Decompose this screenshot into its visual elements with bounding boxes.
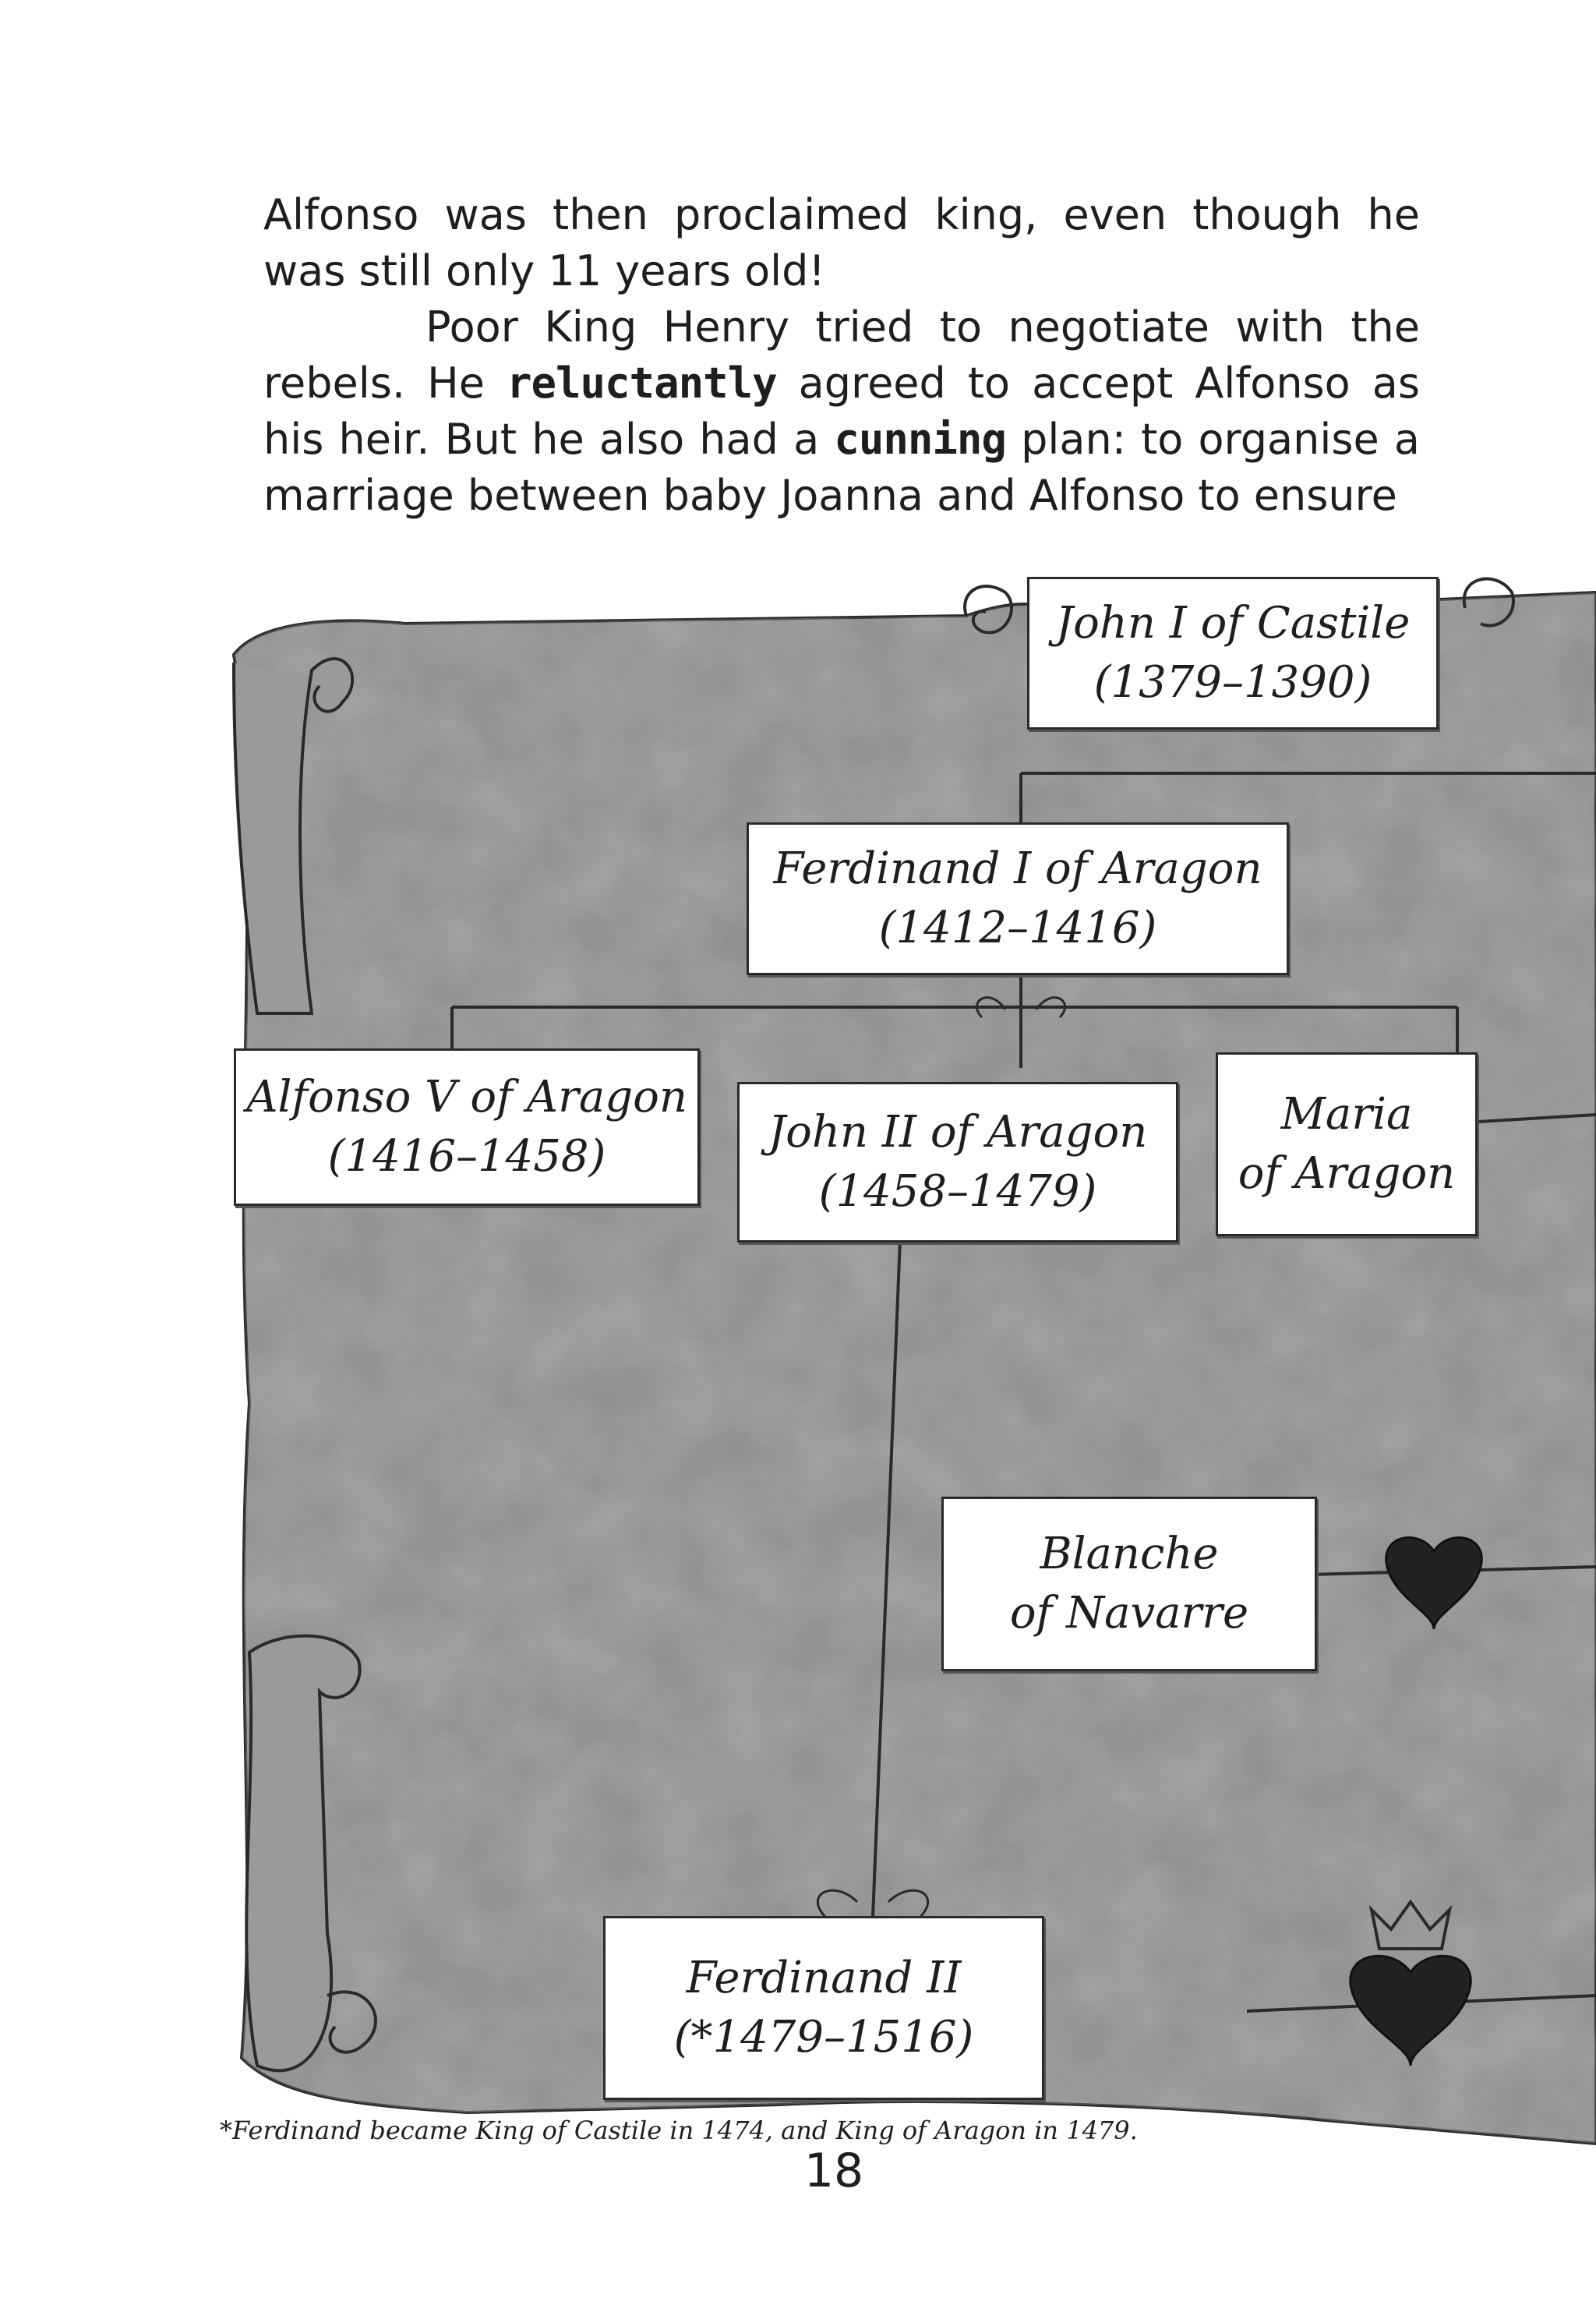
emphasis-reluctantly: reluctantly	[507, 359, 778, 408]
person-years: (1379–1390)	[1093, 657, 1372, 708]
person-years: (1416–1458)	[327, 1131, 606, 1182]
person-ferdinand-i-of-aragon: Ferdinand I of Aragon (1412–1416)	[747, 822, 1289, 975]
person-name: Ferdinand II	[686, 1953, 962, 2003]
flourish-icon	[816, 996, 1066, 1919]
person-maria-of-aragon: Maria of Aragon	[1216, 1052, 1478, 1236]
family-tree-connectors	[450, 772, 1596, 2013]
scroll-icon	[245, 1634, 377, 2073]
emphasis-cunning: cunning	[834, 415, 1007, 464]
crown-icon	[1368, 1899, 1453, 1950]
person-blanche-of-navarre: Blanche of Navarre	[941, 1497, 1317, 1671]
person-name: Alfonso V of Aragon	[246, 1072, 687, 1122]
page-number: 18	[803, 2144, 864, 2198]
paragraph-1: Alfonso was then proclaimed king, even t…	[263, 190, 1420, 295]
person-years: of Navarre	[1009, 1588, 1249, 1639]
person-years: (*1479–1516)	[673, 2012, 974, 2063]
person-name: Blanche	[1040, 1529, 1219, 1579]
person-alfonso-v-of-aragon: Alfonso V of Aragon (1416–1458)	[234, 1048, 700, 1206]
paragraph-2: Poor King Henry tried to negotiate with …	[263, 299, 1420, 524]
person-ferdinand-ii: Ferdinand II (*1479–1516)	[603, 1916, 1044, 2100]
person-years: (1412–1416)	[878, 903, 1157, 953]
paragraph-2-text-a: Poor King Henry tried to negotiate with …	[263, 302, 1420, 408]
person-john-i-of-castile: John I of Castile (1379–1390)	[1027, 577, 1439, 730]
person-name: Ferdinand I of Aragon	[773, 843, 1262, 894]
person-john-ii-of-aragon: John II of Aragon (1458–1479)	[737, 1082, 1178, 1243]
person-name: John I of Castile	[1055, 598, 1411, 649]
person-years: of Aragon	[1238, 1148, 1456, 1199]
paragraph-2-text-c: plan: to organise a marriage between bab…	[263, 415, 1421, 520]
person-years: (1458–1479)	[818, 1166, 1097, 1217]
heart-icon	[1349, 1536, 1483, 2066]
footnote: *Ferdinand became King of Castile in 147…	[220, 2116, 1138, 2145]
scroll-icon	[232, 577, 1515, 1015]
paragraph-2-text-b: agreed to accept Alfonso as his heir. Bu…	[263, 359, 1420, 464]
person-name: John II of Aragon	[768, 1107, 1148, 1158]
person-name: Maria	[1280, 1089, 1413, 1140]
